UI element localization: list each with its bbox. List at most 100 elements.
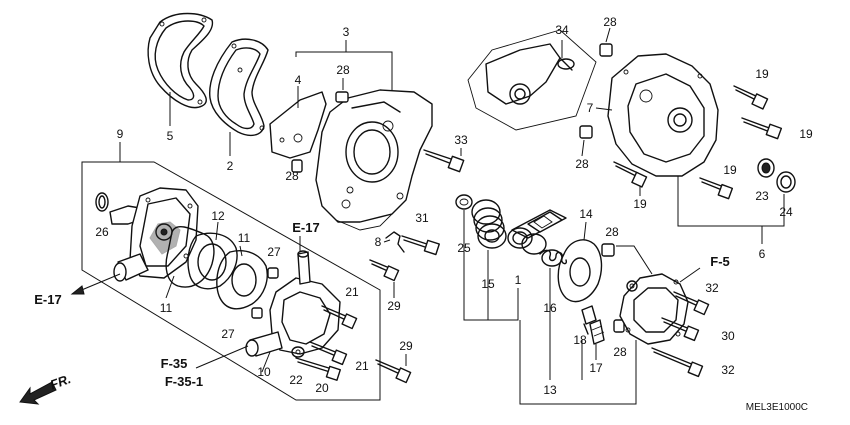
bolt-19-a (733, 85, 769, 110)
callout-8: 8 (375, 235, 382, 249)
seal-25 (455, 194, 473, 210)
callout-19-b: 19 (799, 127, 813, 141)
dowel-28-d (579, 125, 593, 157)
callout-28-f: 28 (613, 345, 627, 359)
ref-f5: F-5 (710, 254, 730, 269)
callout-19-c: 19 (633, 197, 647, 211)
f5-arrow (679, 267, 701, 283)
f35-arrow (195, 345, 249, 369)
cover-7 (595, 53, 719, 177)
dowel-27-a (267, 267, 279, 279)
ref-f35-1: F-35-1 (165, 374, 203, 389)
o-ring-26 (95, 192, 109, 212)
callout-15: 15 (481, 277, 495, 291)
callout-11-b: 11 (160, 301, 173, 315)
gasket-12 (187, 221, 238, 290)
fitting-17 (589, 319, 605, 345)
dowel-27-b (251, 307, 263, 319)
water-pump-body (109, 187, 199, 282)
bolt-30 (661, 317, 700, 342)
bolt-32-b (651, 347, 704, 378)
callout-23: 23 (755, 189, 769, 203)
callout-29-b: 29 (399, 339, 413, 353)
callout-16: 16 (543, 301, 557, 315)
plate-4 (269, 86, 327, 159)
callout-27-a: 27 (267, 245, 281, 259)
callout-26: 26 (95, 225, 109, 239)
group-bracket-13 (463, 210, 653, 405)
case-cover-3 (315, 89, 433, 231)
gasket-11-b (216, 245, 268, 310)
callout-19-a: 19 (755, 67, 769, 81)
callout-28-d: 28 (575, 157, 589, 171)
bolt-31 (401, 235, 440, 256)
pump-housing (245, 250, 341, 373)
callout-4: 4 (295, 73, 302, 87)
group-bracket-3 (295, 40, 393, 120)
group-bracket-6 (677, 176, 785, 244)
ref-e17-top: E-17 (292, 220, 319, 235)
bolt-21-a (321, 305, 358, 330)
seal-ring-1 (507, 209, 567, 255)
callout-5: 5 (167, 129, 174, 143)
pump-cover (619, 273, 689, 345)
callout-31: 31 (415, 211, 429, 225)
callout-2: 2 (227, 159, 234, 173)
gasket-5 (147, 12, 214, 126)
bolt-19-c (613, 161, 648, 196)
washer-22 (291, 346, 305, 358)
mechanical-seal-15 (471, 199, 507, 249)
callout-30: 30 (721, 329, 735, 343)
callout-3: 3 (343, 25, 350, 39)
fitting-18 (581, 305, 597, 335)
callout-13: 13 (543, 383, 557, 397)
ref-f35: F-35 (161, 356, 188, 371)
front-arrow-icon (19, 381, 57, 405)
dowel-28-b (291, 159, 303, 173)
callout-34: 34 (555, 23, 569, 37)
group-bracket-9 (81, 142, 381, 401)
o-ring-11-a (165, 225, 215, 299)
callout-28-e: 28 (605, 225, 619, 239)
callout-28-b: 28 (285, 169, 299, 183)
callout-24: 24 (779, 205, 793, 219)
callout-10: 10 (257, 365, 271, 379)
seal-23 (757, 158, 775, 178)
callout-28-a: 28 (336, 63, 350, 77)
callout-11-a: 11 (238, 231, 251, 245)
callout-25: 25 (457, 241, 471, 255)
inset-34 (467, 29, 597, 131)
callout-18: 18 (573, 333, 587, 347)
clip-8 (383, 231, 405, 253)
gasket-14 (557, 221, 603, 303)
bolt-33 (423, 148, 465, 173)
callout-28-c: 28 (603, 15, 617, 29)
bolt-32-a (673, 291, 710, 316)
callout-20: 20 (315, 381, 329, 395)
diagram-code: MEL3E1000C (746, 402, 808, 413)
callout-33: 33 (454, 133, 468, 147)
bolt-19-b (741, 117, 783, 140)
callout-14: 14 (579, 207, 593, 221)
callout-21-b: 21 (355, 359, 369, 373)
callout-17: 17 (589, 361, 603, 375)
callout-19-d: 19 (723, 163, 737, 177)
callout-32-b: 32 (721, 363, 735, 377)
cap-24 (776, 171, 796, 193)
dowel-28-c (599, 27, 613, 57)
callout-7: 7 (587, 101, 594, 115)
bolt-29-b (375, 354, 412, 384)
ref-e17-left: E-17 (34, 292, 61, 307)
bolt-19-d (699, 177, 734, 200)
gasket-2 (209, 38, 269, 156)
callout-32-a: 32 (705, 281, 719, 295)
callout-22: 22 (289, 373, 303, 387)
bolt-21-b (309, 341, 348, 366)
dowel-28-a (335, 78, 349, 103)
bolt-20 (295, 357, 342, 381)
callout-9: 9 (117, 127, 124, 141)
callout-6: 6 (759, 247, 766, 261)
callout-21-a: 21 (345, 285, 359, 299)
e17-left-arrow (70, 273, 121, 295)
